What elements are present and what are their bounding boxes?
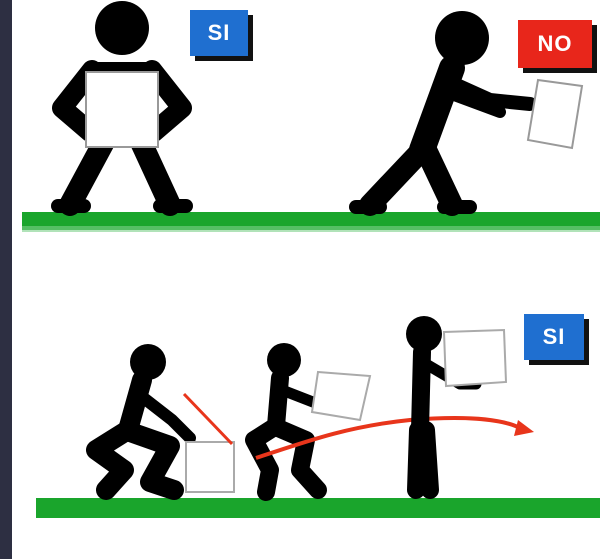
figure-rising [254, 343, 344, 492]
box-held-close [86, 72, 158, 147]
motion-arrow-head [514, 420, 534, 436]
badge-correct-top: SI [190, 10, 248, 56]
box-carried [444, 330, 506, 386]
box-being-lifted [312, 372, 370, 420]
ground-line-bottom [36, 498, 600, 518]
box-held-away [528, 80, 582, 148]
figure-incorrect-carry [356, 11, 530, 207]
figure-squat-pickup [96, 344, 190, 490]
badge-correct-bottom: SI [524, 314, 584, 360]
box-on-floor [186, 442, 234, 492]
badge-incorrect-top: NO [518, 20, 592, 68]
